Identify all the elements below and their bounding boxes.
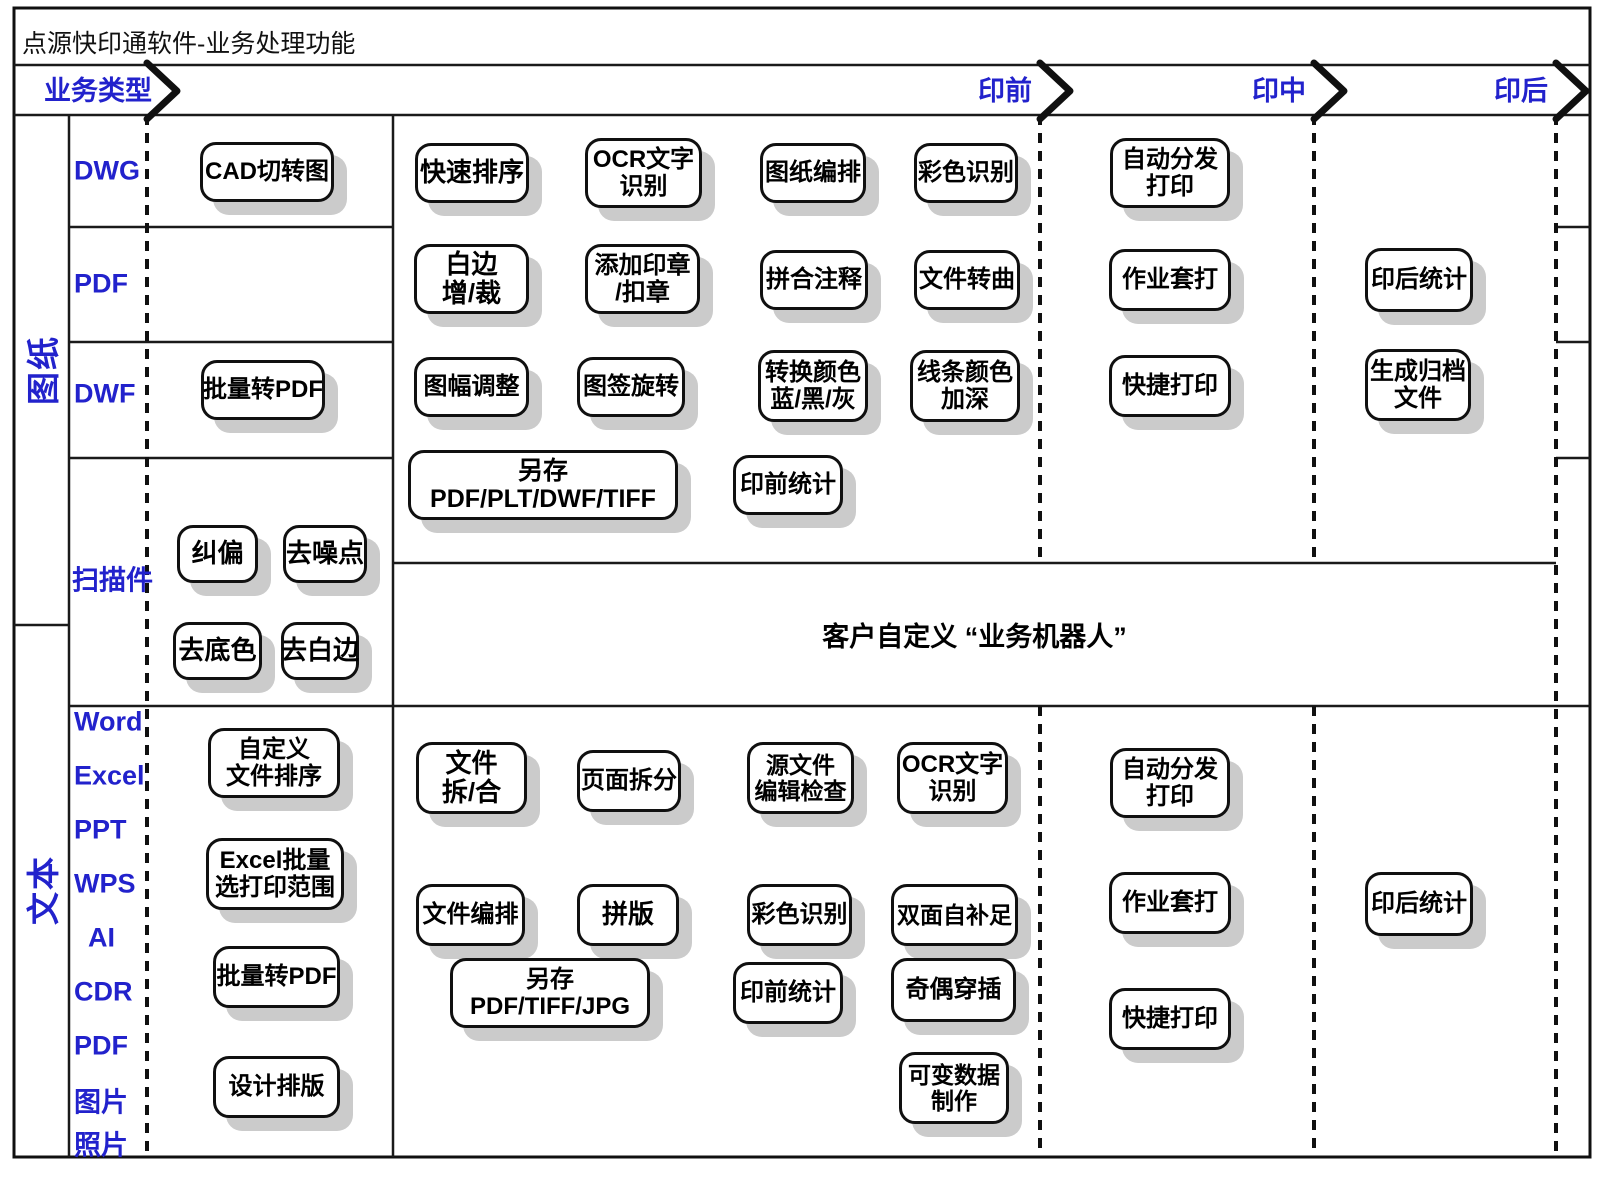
function-box-convert-color: 转换颜色 蓝/黑/灰 <box>758 350 868 422</box>
row-label-pdf: PDF <box>74 268 128 299</box>
robot-note: 客户自定义 “业务机器人” <box>822 622 1127 652</box>
function-box-color-detect-text: 彩色识别 <box>747 884 852 946</box>
function-box-file-arrange: 文件编排 <box>416 884 525 946</box>
chevron-icon-prepress <box>1036 59 1074 123</box>
function-box-merge-annotation: 拼合注释 <box>760 250 868 310</box>
row-label-ppt: PPT <box>74 814 127 845</box>
function-box-batch-to-pdf-text: 批量转PDF <box>213 946 340 1008</box>
row-label-scan: 扫描件 <box>72 565 153 596</box>
function-box-color-detect-drawing: 彩色识别 <box>914 143 1018 203</box>
header-business-type: 业务类型 <box>44 75 152 106</box>
function-box-white-edge-adjust: 白边 增/裁 <box>414 244 529 314</box>
function-box-quick-print-bottom: 快捷打印 <box>1109 988 1231 1050</box>
function-box-custom-file-sort: 自定义 文件排序 <box>208 728 340 798</box>
function-box-postpress-stats-top: 印后统计 <box>1365 248 1473 312</box>
chevron-icon-business-type <box>143 59 181 123</box>
function-box-drawing-arrange: 图纸编排 <box>760 143 866 203</box>
function-box-ocr-drawing: OCR文字 识别 <box>585 138 702 208</box>
row-label-dwf: DWF <box>74 378 136 409</box>
row-label-ai: AI <box>88 922 115 953</box>
function-box-prepress-stats-top: 印前统计 <box>733 455 843 515</box>
function-box-line-color-darken: 线条颜色 加深 <box>910 350 1020 422</box>
function-box-duplex-self-fill: 双面自补足 <box>891 884 1018 946</box>
function-box-save-as-text: 另存 PDF/TIFF/JPG <box>450 958 650 1028</box>
header-stage-inpress: 印中 <box>1252 75 1306 106</box>
page-title: 点源快印通软件-业务处理功能 <box>22 30 356 58</box>
row-label-excel: Excel <box>74 760 145 791</box>
function-box-job-overlay-bottom: 作业套打 <box>1109 872 1231 934</box>
function-box-sheet-adjust: 图幅调整 <box>414 357 529 417</box>
function-box-imposition: 拼版 <box>577 884 679 946</box>
chevron-icon-postpress <box>1552 59 1590 123</box>
function-box-batch-to-pdf-drawing: 批量转PDF <box>201 360 325 420</box>
function-box-cad-cut-convert: CAD切转图 <box>200 142 334 202</box>
function-box-remove-background: 去底色 <box>173 622 262 680</box>
function-box-file-split-merge: 文件 拆/合 <box>416 742 527 814</box>
group-label-drawing: 图纸 <box>25 335 62 405</box>
function-box-ocr-text: OCR文字 识别 <box>897 742 1008 814</box>
function-box-excel-batch-range: Excel批量 选打印范围 <box>206 838 344 910</box>
row-label-dwg: DWG <box>74 155 140 186</box>
function-box-page-split: 页面拆分 <box>577 750 681 812</box>
row-label-cdr: CDR <box>74 976 133 1007</box>
chevron-icon-inpress <box>1310 59 1348 123</box>
function-box-add-stamp: 添加印章 /扣章 <box>585 244 700 314</box>
dashed-lane-lines <box>145 115 1558 1157</box>
function-box-quick-print-top: 快捷打印 <box>1109 355 1231 417</box>
function-box-save-as-drawing: 另存 PDF/PLT/DWF/TIFF <box>408 450 678 520</box>
header-stage-postpress: 印后 <box>1494 75 1548 106</box>
function-box-auto-dispatch-top: 自动分发 打印 <box>1110 138 1230 208</box>
row-label-wps: WPS <box>74 868 136 899</box>
header-stage-prepress: 印前 <box>978 75 1032 106</box>
function-box-denoise: 去噪点 <box>283 525 367 583</box>
row-label-photo: 照片 <box>74 1130 128 1161</box>
function-box-titleblock-rotate: 图签旋转 <box>577 357 685 417</box>
function-box-archive-file: 生成归档 文件 <box>1365 349 1471 421</box>
function-box-prepress-stats-bottom: 印前统计 <box>733 962 843 1024</box>
row-label-image: 图片 <box>74 1087 128 1118</box>
function-box-quick-sort: 快速排序 <box>415 143 529 203</box>
function-box-remove-white-edge: 去白边 <box>281 622 359 680</box>
function-box-odd-even-interleave: 奇偶穿插 <box>891 958 1016 1022</box>
function-box-source-edit-check: 源文件 编辑检查 <box>747 742 854 814</box>
solid-grid <box>14 63 1590 1157</box>
function-box-file-to-curve: 文件转曲 <box>914 250 1020 310</box>
row-label-word: Word <box>74 706 143 737</box>
function-box-job-overlay-top: 作业套打 <box>1109 249 1231 311</box>
group-label-text: 文本 <box>25 855 62 925</box>
function-box-auto-dispatch-bottom: 自动分发 打印 <box>1110 748 1230 818</box>
function-box-postpress-stats-bottom: 印后统计 <box>1365 872 1473 936</box>
row-label-pdf2: PDF <box>74 1030 128 1061</box>
function-box-design-layout: 设计排版 <box>213 1056 340 1118</box>
function-box-deskew: 纠偏 <box>177 525 258 583</box>
outer-border <box>12 6 1592 1159</box>
function-box-variable-data: 可变数据 制作 <box>899 1052 1009 1124</box>
